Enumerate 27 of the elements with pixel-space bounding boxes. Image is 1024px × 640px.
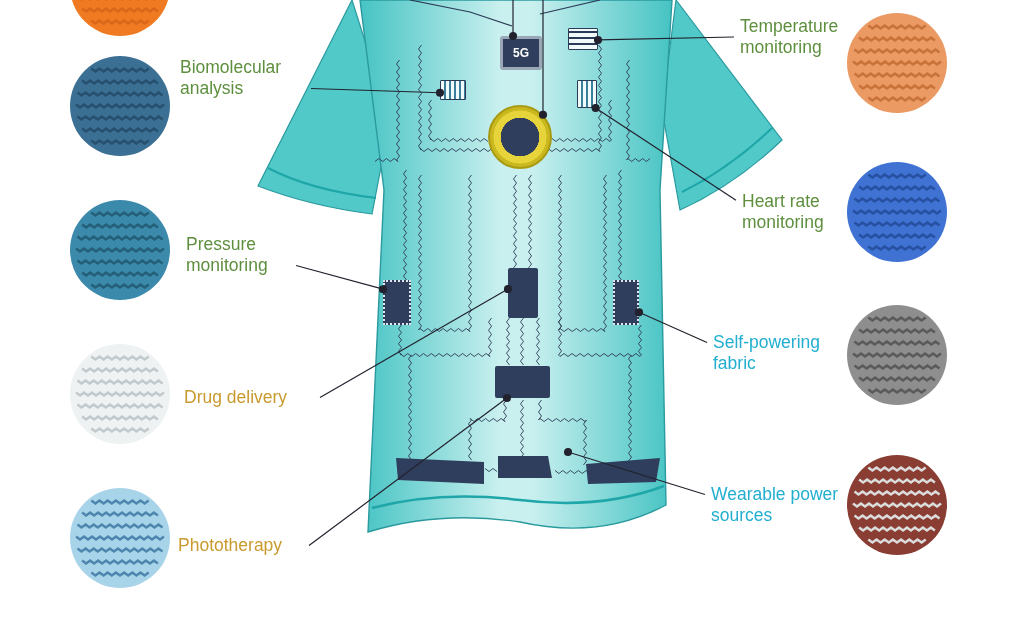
callout-label: Heart rate monitoring — [742, 191, 846, 233]
communication-chip — [500, 36, 542, 70]
callout-label: Self-powering fabric — [713, 332, 843, 374]
callout-label: Pressure monitoring — [186, 234, 290, 276]
leader-line — [310, 87, 445, 97]
leader-line — [508, 0, 518, 41]
electrode-pad — [383, 280, 411, 325]
leader-line — [591, 103, 737, 201]
leader-line — [593, 35, 735, 44]
leader-line — [319, 285, 513, 399]
callout-label: Phototherapy — [178, 535, 303, 556]
electrode-pad — [613, 280, 639, 325]
callout-label: Biomolecular analysis — [180, 57, 305, 99]
chip-label: 5G — [513, 46, 529, 60]
leader-line — [563, 447, 706, 496]
microchip — [508, 268, 538, 318]
microchip — [495, 366, 550, 398]
sensor-patch — [577, 80, 597, 108]
callout-label: Drug delivery — [184, 387, 314, 408]
leader-line — [295, 264, 388, 294]
leader-line — [308, 393, 511, 547]
sensor-patch — [440, 80, 466, 100]
leader-line — [538, 0, 548, 119]
leader-line — [634, 308, 708, 344]
callout-label: Temperature monitoring — [740, 16, 858, 58]
sensor-patch — [568, 28, 598, 50]
callout-label: Wearable power sources — [711, 484, 843, 526]
